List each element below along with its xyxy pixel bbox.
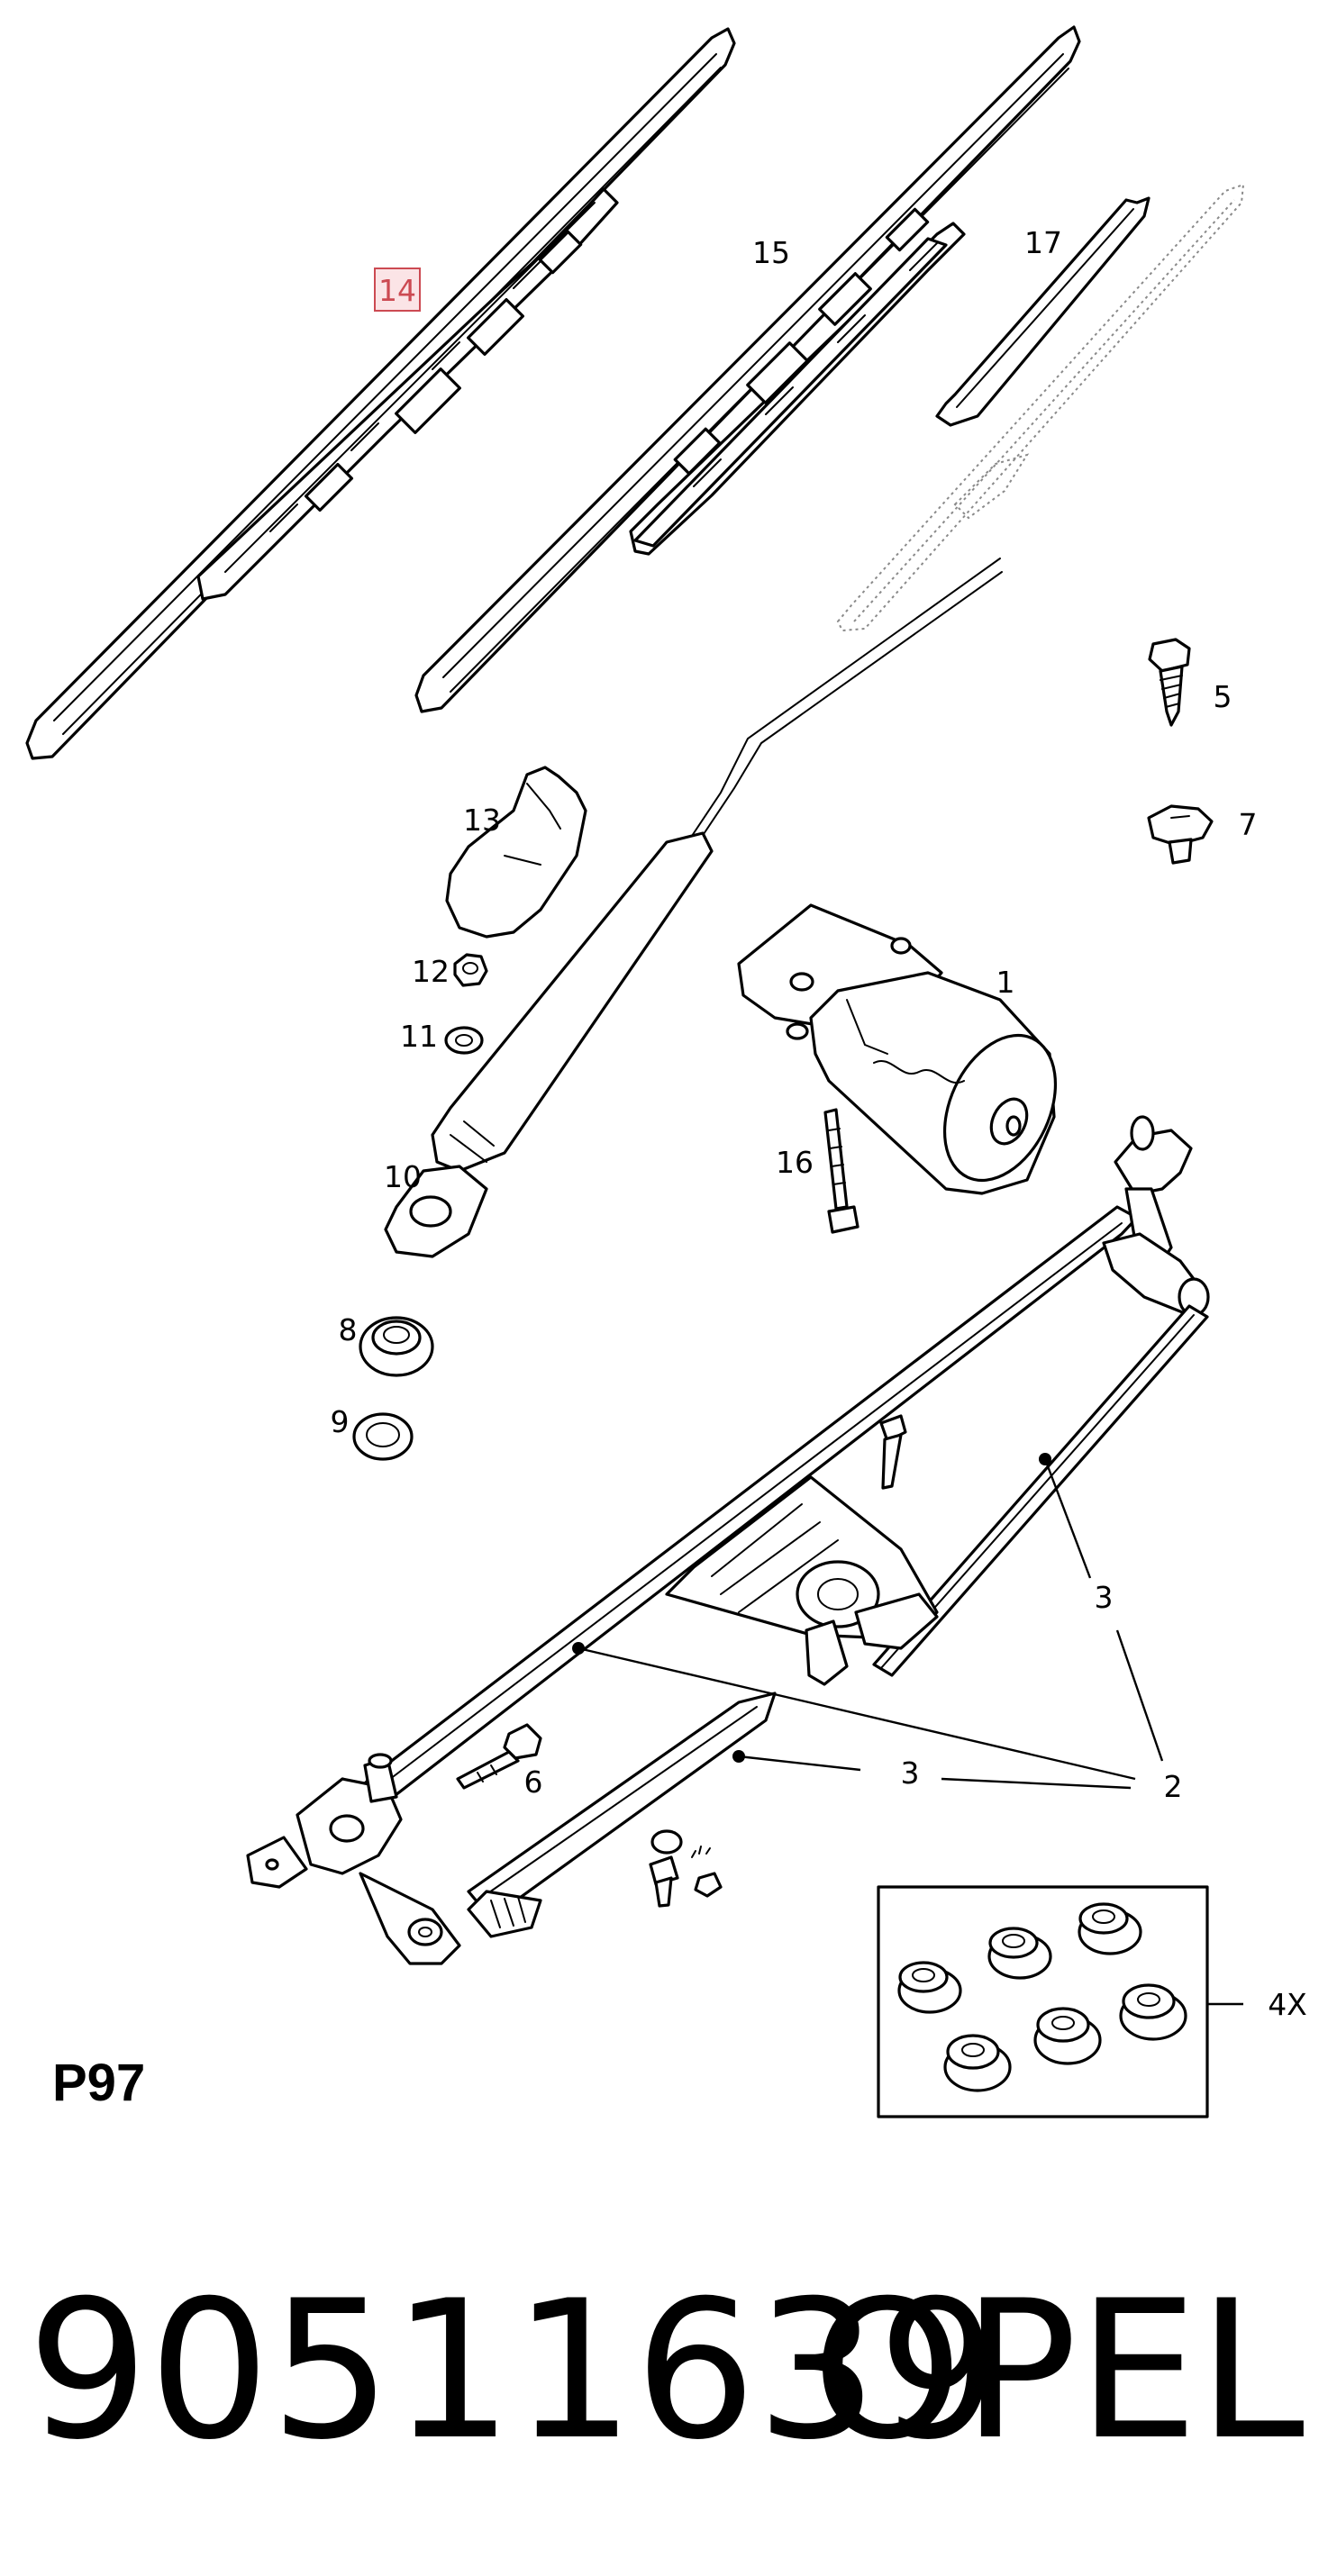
bushing-inset-box <box>877 1885 1243 2118</box>
callout-2[interactable]: 2 <box>1164 1769 1183 1804</box>
callout-4x[interactable]: 4X <box>1268 1987 1307 2022</box>
part-number: 90511639 <box>27 2259 999 2481</box>
wiper-arm-10[interactable] <box>384 558 1003 1258</box>
bolt-16[interactable] <box>823 1108 860 1234</box>
callout-9[interactable]: 9 <box>331 1404 350 1439</box>
callout-5[interactable]: 5 <box>1214 679 1232 714</box>
callout-3-right[interactable]: 3 <box>1095 1580 1114 1615</box>
screw-5[interactable] <box>1148 638 1191 727</box>
wiper-arm-cap-13[interactable] <box>445 766 587 939</box>
bolt-6[interactable] <box>456 1723 542 1790</box>
highlight-box-14 <box>374 268 421 312</box>
callout-13[interactable]: 13 <box>463 803 501 838</box>
wiper-blade-15[interactable] <box>414 25 1081 713</box>
brand-name: OPEL <box>812 2259 1305 2481</box>
page-code: P97 <box>52 2054 145 2112</box>
callout-1[interactable]: 1 <box>996 965 1015 1000</box>
callout-8[interactable]: 8 <box>339 1312 358 1347</box>
nut-12[interactable] <box>453 953 488 987</box>
wiper-blade-14[interactable] <box>25 27 736 760</box>
ghost-blade-outline <box>836 183 1245 632</box>
callout-7[interactable]: 7 <box>1239 807 1258 842</box>
callout-labels: 14 15 17 5 7 13 1 12 11 10 16 8 9 3 3 6 … <box>331 225 1307 2022</box>
callout-15[interactable]: 15 <box>752 235 790 270</box>
small-hardware[interactable] <box>649 1829 723 1908</box>
washer-9[interactable] <box>352 1412 414 1461</box>
callout-16[interactable]: 16 <box>776 1145 814 1180</box>
wiper-rubber-17[interactable] <box>935 196 1151 427</box>
wiper-motor-1[interactable] <box>737 903 1078 1198</box>
callout-12[interactable]: 12 <box>412 954 450 989</box>
wiper-linkage-assembly[interactable] <box>246 1115 1210 1965</box>
callout-14[interactable]: 14 <box>378 273 416 308</box>
callout-11[interactable]: 11 <box>400 1019 438 1054</box>
callout-3-bottom[interactable]: 3 <box>901 1755 920 1791</box>
callout-17[interactable]: 17 <box>1024 225 1062 260</box>
bushings-4x[interactable] <box>897 1902 1187 2092</box>
washer-11[interactable] <box>444 1026 484 1055</box>
callout-10[interactable]: 10 <box>384 1159 422 1194</box>
leader-lines <box>572 1453 1164 1790</box>
grommet-8[interactable] <box>359 1316 434 1377</box>
clip-7[interactable] <box>1147 804 1214 865</box>
callout-6[interactable]: 6 <box>524 1764 543 1800</box>
